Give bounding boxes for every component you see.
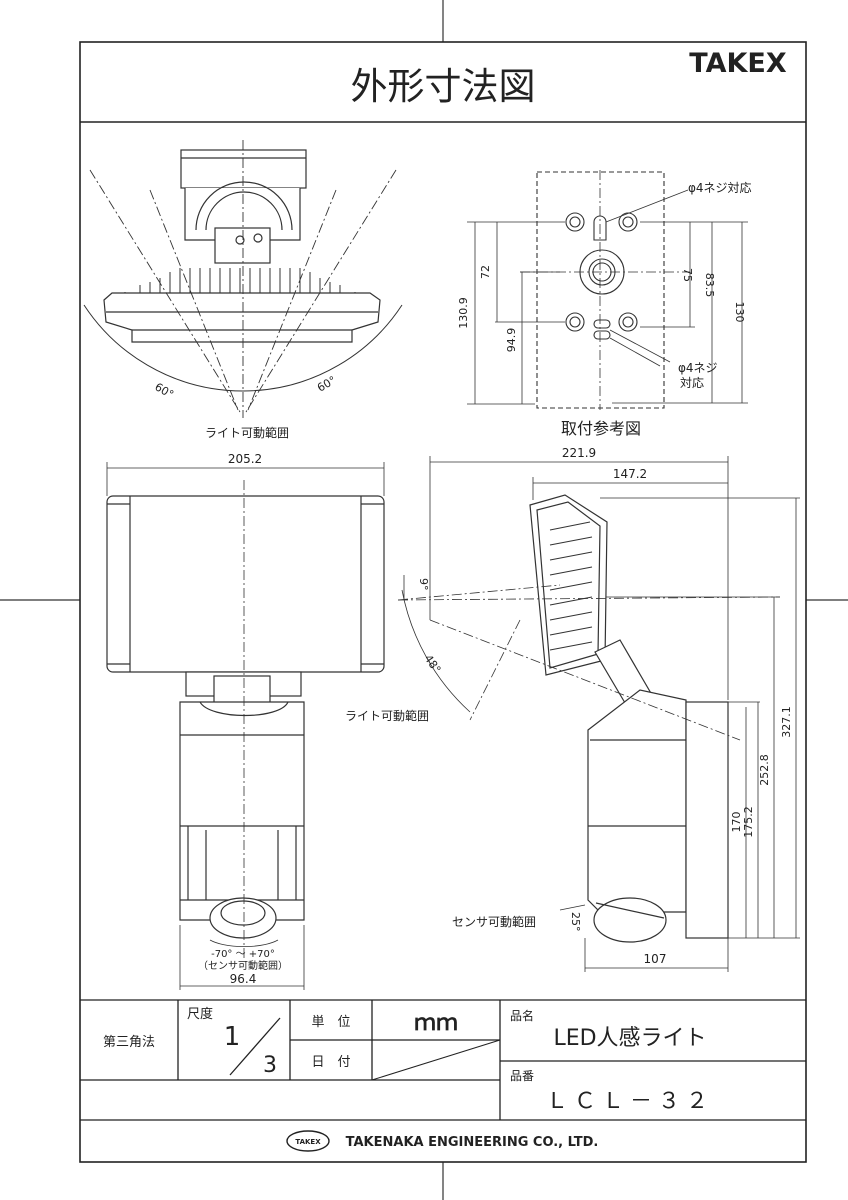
top-angle-right: 60° xyxy=(315,374,338,395)
title-block xyxy=(80,999,806,1121)
side-h327-1: 327.1 xyxy=(780,706,793,738)
company-badge xyxy=(286,1130,330,1152)
product-code-label: 品番 xyxy=(510,1069,534,1083)
scale-numerator: 1 xyxy=(224,1022,241,1052)
unit-label: 単 位 xyxy=(311,1014,350,1030)
brand-logo: TAKEX xyxy=(689,48,787,79)
product-name-value: LED人感ライト xyxy=(553,1026,706,1051)
product-name-label: 品名 xyxy=(510,1008,534,1023)
mount-dim-130-9: 130.9 xyxy=(457,297,470,329)
scale-label: 尺度 xyxy=(187,1006,213,1022)
side-light-range-label: ライト可動範囲 xyxy=(345,708,429,723)
side-base-depth: 107 xyxy=(644,952,667,966)
side-h252-8: 252.8 xyxy=(758,754,771,786)
side-view-drawing xyxy=(397,456,800,972)
front-sensor-range-label: （センサ可動範囲） xyxy=(198,959,288,972)
mount-dim-83-5: 83.5 xyxy=(703,273,716,298)
scale-denominator: 3 xyxy=(263,1053,277,1078)
mount-screw-bottom-label-2: 対応 xyxy=(680,376,704,390)
side-tilt-large: 48° xyxy=(422,652,444,675)
front-base-width-dim: 96.4 xyxy=(230,972,257,986)
front-view-drawing xyxy=(106,462,385,990)
side-h170: 170 xyxy=(730,812,743,833)
company-name: TAKENAKA ENGINEERING CO., LTD. xyxy=(346,1135,599,1150)
side-h175-2: 175.2 xyxy=(742,806,755,838)
projection-label: 第三角法 xyxy=(103,1035,155,1050)
mount-plate-drawing xyxy=(467,170,748,410)
top-view-drawing xyxy=(83,140,403,418)
mount-dim-130: 130 xyxy=(733,302,746,323)
mount-caption: 取付参考図 xyxy=(561,419,641,438)
side-overall-width: 221.9 xyxy=(562,446,596,460)
sheet-border xyxy=(79,41,807,1163)
mount-screw-top-label: φ4ネジ対応 xyxy=(688,181,752,195)
side-sensor-angle: 25° xyxy=(569,912,582,932)
side-tilt-small: 9° xyxy=(417,578,430,591)
top-light-range-label: ライト可動範囲 xyxy=(205,425,289,440)
mount-dim-94-9: 94.9 xyxy=(505,328,518,353)
front-width-dim: 205.2 xyxy=(228,452,262,466)
front-sensor-range: -70° ～ +70° xyxy=(211,949,275,960)
company-badge-text: TAKEX xyxy=(295,1138,321,1146)
unit-value: ｍｍ xyxy=(414,1011,458,1036)
side-head-width: 147.2 xyxy=(613,467,647,481)
date-label: 日 付 xyxy=(311,1055,350,1070)
product-code-value: ＬＣＬ－３２ xyxy=(546,1089,714,1114)
page-title: 外形寸法図 xyxy=(351,65,536,108)
side-sensor-range-label: センサ可動範囲 xyxy=(452,914,536,929)
mount-screw-bottom-label-1: φ4ネジ xyxy=(678,361,718,375)
mount-dim-72: 72 xyxy=(479,265,492,279)
top-angle-left: 60° xyxy=(153,380,176,401)
mount-dim-75: 75 xyxy=(681,268,694,282)
